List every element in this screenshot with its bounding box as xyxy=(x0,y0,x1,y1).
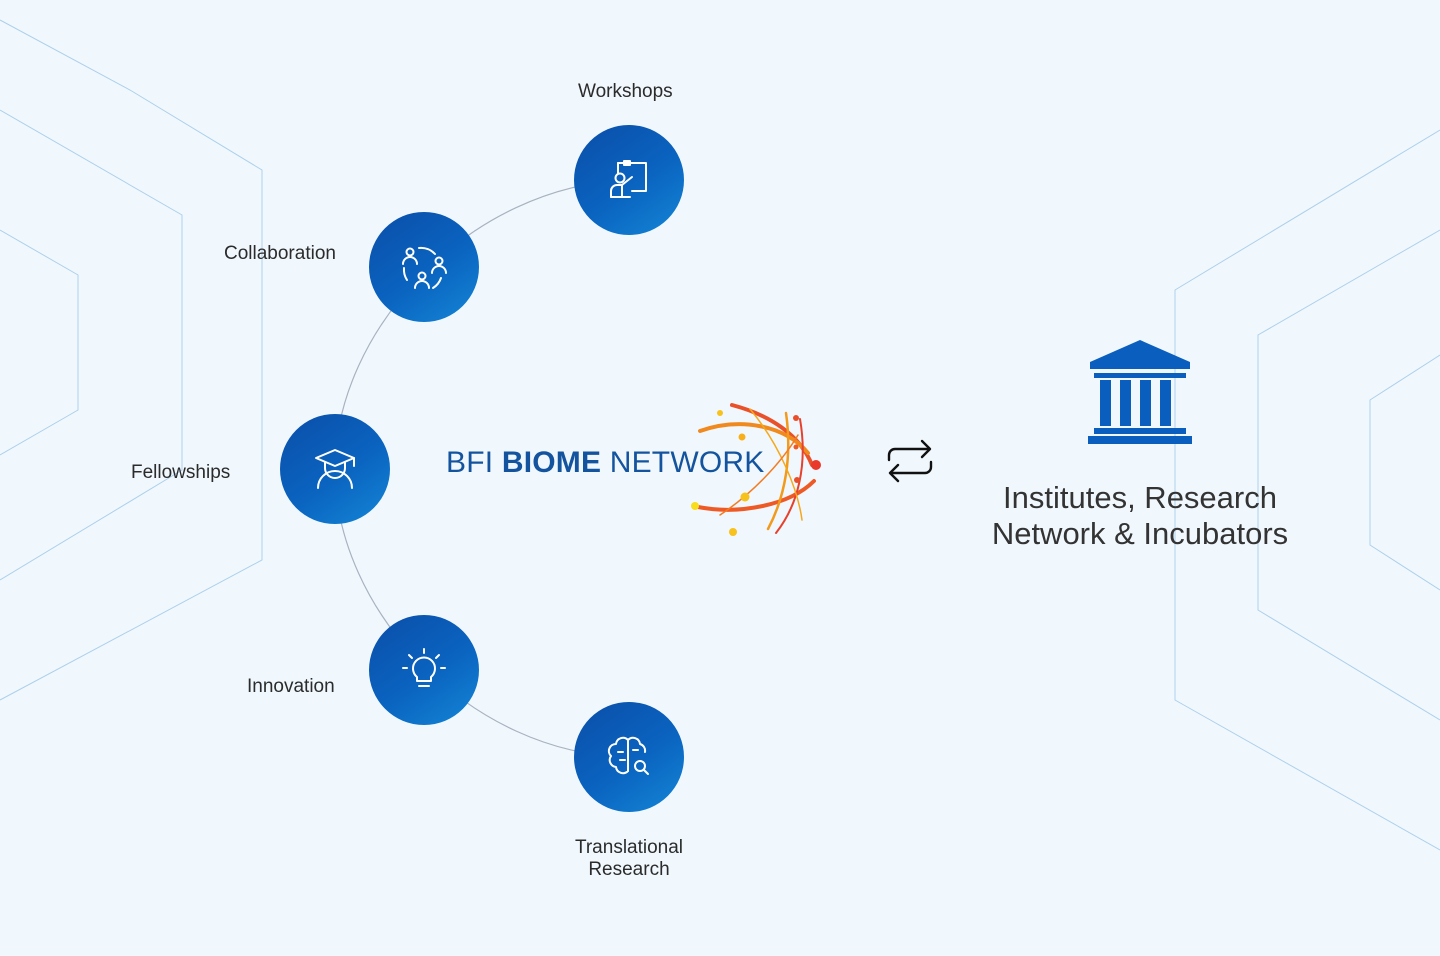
institution-building-icon xyxy=(1088,340,1192,444)
institutes-title: Institutes, Research Network & Incubator… xyxy=(960,480,1320,552)
presentation-icon xyxy=(610,160,647,198)
workshops-label: Workshops xyxy=(578,81,673,102)
collaboration-node xyxy=(369,212,479,322)
innovation-node xyxy=(369,615,479,725)
innovation-label: Innovation xyxy=(247,676,335,697)
collaboration-label: Collaboration xyxy=(224,243,336,264)
logo-prefix: BFI xyxy=(446,446,494,479)
translational-label-line1: Translational xyxy=(574,837,684,858)
exchange-arrows-icon xyxy=(887,439,933,483)
lightbulb-icon xyxy=(402,648,446,687)
translational-research-node xyxy=(574,702,684,812)
brain-search-icon xyxy=(607,736,649,775)
translational-research-label: Translational Research xyxy=(560,837,698,881)
people-cycle-icon xyxy=(402,246,447,289)
fellowships-label: Fellowships xyxy=(131,462,231,483)
bfi-biome-network-logo: BFI BIOME NETWORK xyxy=(446,446,764,480)
logo-bold-word: BIOME xyxy=(501,446,602,479)
graduate-icon xyxy=(315,449,355,489)
translational-label-line2: Research xyxy=(588,859,670,880)
institutes-title-line2: Network & Incubators xyxy=(991,516,1289,551)
logo-burst-icon xyxy=(691,403,821,536)
workshops-node xyxy=(574,125,684,235)
logo-suffix: NETWORK xyxy=(609,446,765,479)
fellowships-node xyxy=(280,414,390,524)
institutes-title-line1: Institutes, Research xyxy=(1003,480,1277,515)
